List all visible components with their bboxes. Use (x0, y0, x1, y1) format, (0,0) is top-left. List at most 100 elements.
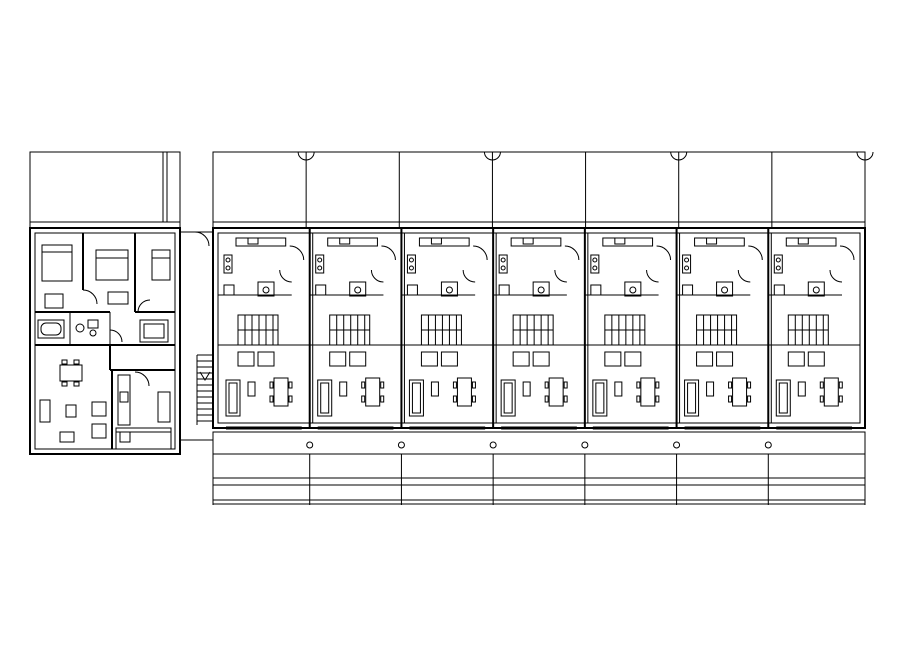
kitchen-counter (235, 237, 287, 247)
house-unit (212, 237, 310, 505)
column (489, 441, 497, 449)
washbasin (89, 329, 97, 337)
left-living (39, 345, 175, 450)
left-front-garden (29, 151, 181, 229)
dining-table (365, 377, 381, 407)
left-bathroom (35, 312, 175, 346)
rear-terrace (212, 431, 866, 505)
house-unit (673, 228, 769, 505)
hob (682, 254, 692, 274)
coffee-table (247, 381, 256, 397)
armchair (237, 351, 255, 367)
hob (773, 254, 783, 274)
kitchen-counter (694, 237, 745, 247)
stair-arrow (199, 371, 211, 381)
door-swing (289, 245, 305, 261)
kitchen-counter (327, 237, 378, 247)
armchair (329, 351, 347, 367)
armchair (696, 351, 714, 367)
toilet (537, 286, 545, 294)
coffee-table (706, 381, 715, 397)
toilet (812, 286, 820, 294)
gate-arc (670, 151, 688, 161)
armchair (440, 351, 458, 367)
terraced-houses (212, 151, 874, 505)
armchair (716, 351, 734, 367)
left-bedrooms (35, 233, 175, 313)
external-stair (196, 354, 212, 425)
left-outer-wall (29, 227, 181, 455)
front-garden-band (212, 151, 866, 229)
hob (498, 254, 508, 274)
house-unit (306, 228, 402, 505)
gate-arc (483, 151, 501, 161)
armchair (257, 351, 275, 367)
column (581, 441, 589, 449)
coffee-table (339, 381, 348, 397)
washbasin (498, 284, 510, 296)
toilet (262, 286, 270, 294)
door-swing (564, 245, 580, 261)
door-swing (554, 269, 567, 283)
wc-room (624, 281, 642, 297)
kitchen-counter (418, 237, 470, 247)
door-swing (279, 269, 292, 283)
sink (706, 237, 718, 245)
armchair (91, 423, 107, 439)
dining-table (548, 377, 564, 407)
armchair (624, 351, 642, 367)
bed (41, 244, 73, 282)
sofa (225, 379, 241, 417)
coffee-table (430, 381, 439, 397)
door-swing (656, 245, 672, 261)
left-building (29, 151, 181, 455)
armchair (512, 351, 530, 367)
gate-arc (856, 151, 874, 161)
utility-room (115, 427, 172, 450)
dining-table (456, 377, 472, 407)
kitchen-counter (602, 237, 654, 247)
washbasin (773, 284, 785, 296)
sink (614, 237, 626, 245)
sink (522, 237, 534, 245)
door-swing (473, 245, 488, 261)
door-swing (381, 245, 396, 261)
armchair (91, 401, 107, 417)
dining-table (59, 364, 83, 382)
door-swing (839, 245, 855, 261)
wc-room (349, 281, 367, 297)
washbasin (223, 284, 235, 296)
house-unit (581, 228, 677, 505)
hob (315, 254, 325, 274)
washbasin (682, 284, 694, 296)
column (673, 441, 681, 449)
house-unit (489, 228, 585, 505)
sofa (500, 379, 516, 417)
armchair (604, 351, 622, 367)
toilet (629, 286, 637, 294)
door-swing (748, 245, 763, 261)
armchair (349, 351, 367, 367)
toilet (445, 286, 453, 294)
washbasin (590, 284, 602, 296)
toilet (721, 286, 729, 294)
column (306, 441, 314, 449)
dining-table (273, 377, 289, 407)
bed (151, 249, 171, 281)
wc-room (440, 281, 458, 297)
wc-room (716, 281, 734, 297)
door-swing (646, 269, 659, 283)
link-passage (180, 231, 213, 441)
sofa (408, 379, 424, 417)
column (397, 441, 405, 449)
sink (797, 237, 809, 245)
wc-room (807, 281, 825, 297)
door-swing (737, 269, 751, 283)
armchair (420, 351, 438, 367)
hob (223, 254, 233, 274)
coffee-table (65, 404, 77, 418)
kitchen-counter (510, 237, 562, 247)
coffee-table (614, 381, 623, 397)
hob (590, 254, 600, 274)
